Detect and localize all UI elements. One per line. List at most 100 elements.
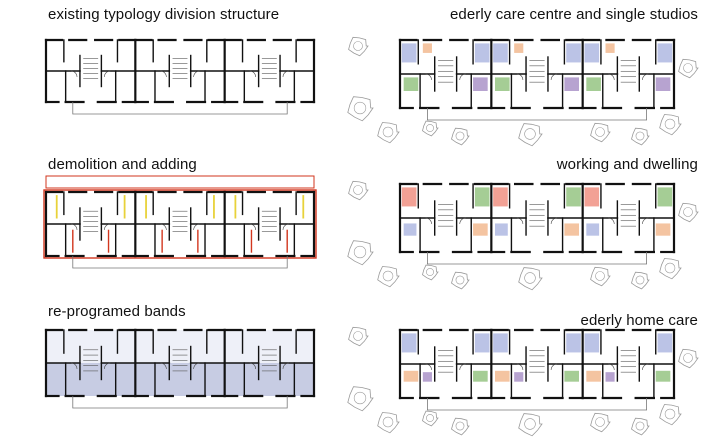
band-lower [46,363,314,396]
tree-canopy [595,417,605,427]
tree-canopy [382,126,394,138]
tree-canopy [683,63,693,73]
program-fill [564,77,580,91]
program-fill [586,370,601,382]
tree-outline [631,127,650,146]
floor-plan-demolition [43,175,317,269]
program-fill [657,187,673,207]
program-fill [473,223,488,236]
door-swing [249,223,256,231]
program-fill [473,77,488,91]
door-swing [516,73,524,81]
door-swing [459,217,466,225]
balcony-outline [72,256,288,269]
door-swing [193,70,200,78]
door-swing [70,362,78,370]
floor-plan-bands [44,328,316,409]
band-upper [46,330,314,363]
program-fill [564,370,580,382]
tree-canopy [524,128,536,140]
program-fill [655,370,671,382]
title-elderly-home-care: ederly home care [580,312,698,329]
tree-outline [377,266,400,288]
program-fill [403,370,419,382]
balcony-outline [72,102,288,115]
tree-outline [347,96,374,122]
tree-canopy [455,131,465,141]
door-swing [608,73,615,81]
tree-canopy [664,118,676,130]
door-swing [249,70,256,78]
program-fill [474,187,490,207]
tree-canopy [426,124,434,132]
program-fill [494,370,510,382]
door-swing [425,363,432,371]
title-working-dwelling: working and dwelling [556,156,698,173]
tree-outline [451,127,470,146]
title-reprogramed-bands: re-programed bands [48,303,186,320]
demolition-outline [43,189,317,259]
tree-canopy [353,185,363,195]
door-swing [104,70,111,78]
floor-plan-working [347,180,699,291]
tree-canopy [595,271,605,281]
tree-outline [347,386,374,412]
tree-outline [659,258,682,280]
tree-outline [590,266,611,287]
program-fill [584,43,600,63]
door-swing [642,217,649,225]
program-fill [401,187,417,207]
tree-outline [348,36,369,57]
floor-plan-existing [44,38,316,115]
door-swing [642,363,649,371]
tree-outline [590,412,611,433]
door-swing [550,363,558,371]
tree-outline [518,413,543,437]
added-balcony-strip [45,175,315,189]
tree-canopy [595,127,605,137]
plan-elderly-home-care [340,318,702,440]
tree-outline [422,264,439,281]
plan-working-dwelling [340,172,702,291]
program-fill [655,223,671,236]
door-swing [104,362,111,370]
program-fill [422,43,432,53]
program-fill [474,333,490,353]
tree-canopy [664,262,676,274]
door-swing [516,363,524,371]
tree-canopy [353,245,367,259]
tree-canopy [426,414,434,422]
tree-outline [518,123,543,147]
tree-canopy [353,391,367,405]
program-fill [493,333,508,353]
program-fill [655,77,671,91]
tree-outline [377,122,400,144]
tree-outline [678,348,699,369]
plan-reprogramed-bands [44,322,316,414]
door-swing [425,73,432,81]
tree-outline [678,58,699,79]
program-fill [586,223,600,236]
door-swing [459,73,466,81]
door-swing [249,362,256,370]
program-fill [493,187,508,207]
floor-plan-elderly-care [347,36,699,147]
program-fill [401,333,417,353]
tree-outline [347,240,374,266]
program-fill [403,77,419,91]
door-swing [282,223,290,231]
door-swing [70,223,78,231]
program-fill [584,333,600,353]
program-fill [401,43,417,63]
tree-canopy [635,421,645,431]
tree-canopy [664,408,676,420]
program-fill [564,223,580,236]
door-swing [459,363,466,371]
program-fill [514,43,524,53]
balcony-outline [427,108,648,121]
tree-canopy [426,268,434,276]
program-fill [403,223,417,236]
tree-outline [590,122,611,143]
tree-canopy [382,270,394,282]
plan-demolition-adding [40,175,320,272]
